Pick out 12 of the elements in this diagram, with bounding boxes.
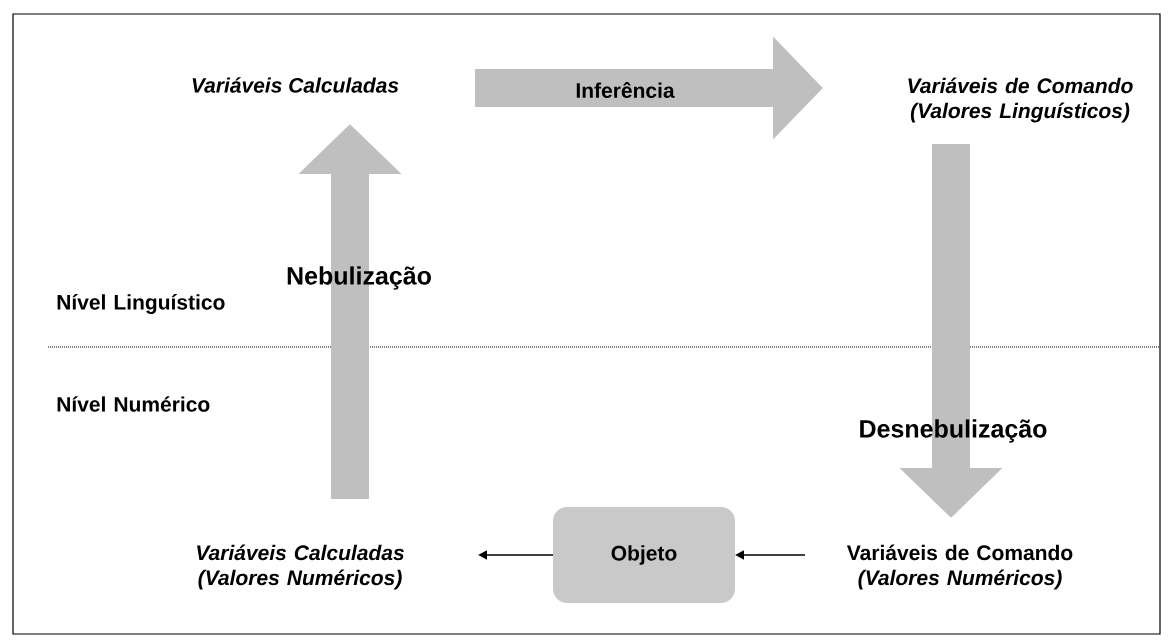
process-box: Objeto (553, 507, 735, 603)
arrow (478, 550, 554, 560)
edge-label: Desnebulização (860, 419, 1047, 443)
edge-label: Inferência (576, 82, 675, 98)
variable-text: Variáveis de Comando (Valores Numéricos) (846, 544, 1073, 590)
edge-label: Nebulização (287, 266, 431, 290)
variable-text: Variáveis Calculadas (192, 77, 399, 93)
level-label: Nível Numérico (57, 396, 210, 412)
level-label: Nível Linguístico (57, 294, 225, 314)
variable-text: Variáveis Calculadas (Valores Numéricos) (197, 544, 404, 590)
variable-text: Variáveis de Comando (Valores Linguísticos) (908, 77, 1133, 123)
arrow (735, 550, 806, 560)
